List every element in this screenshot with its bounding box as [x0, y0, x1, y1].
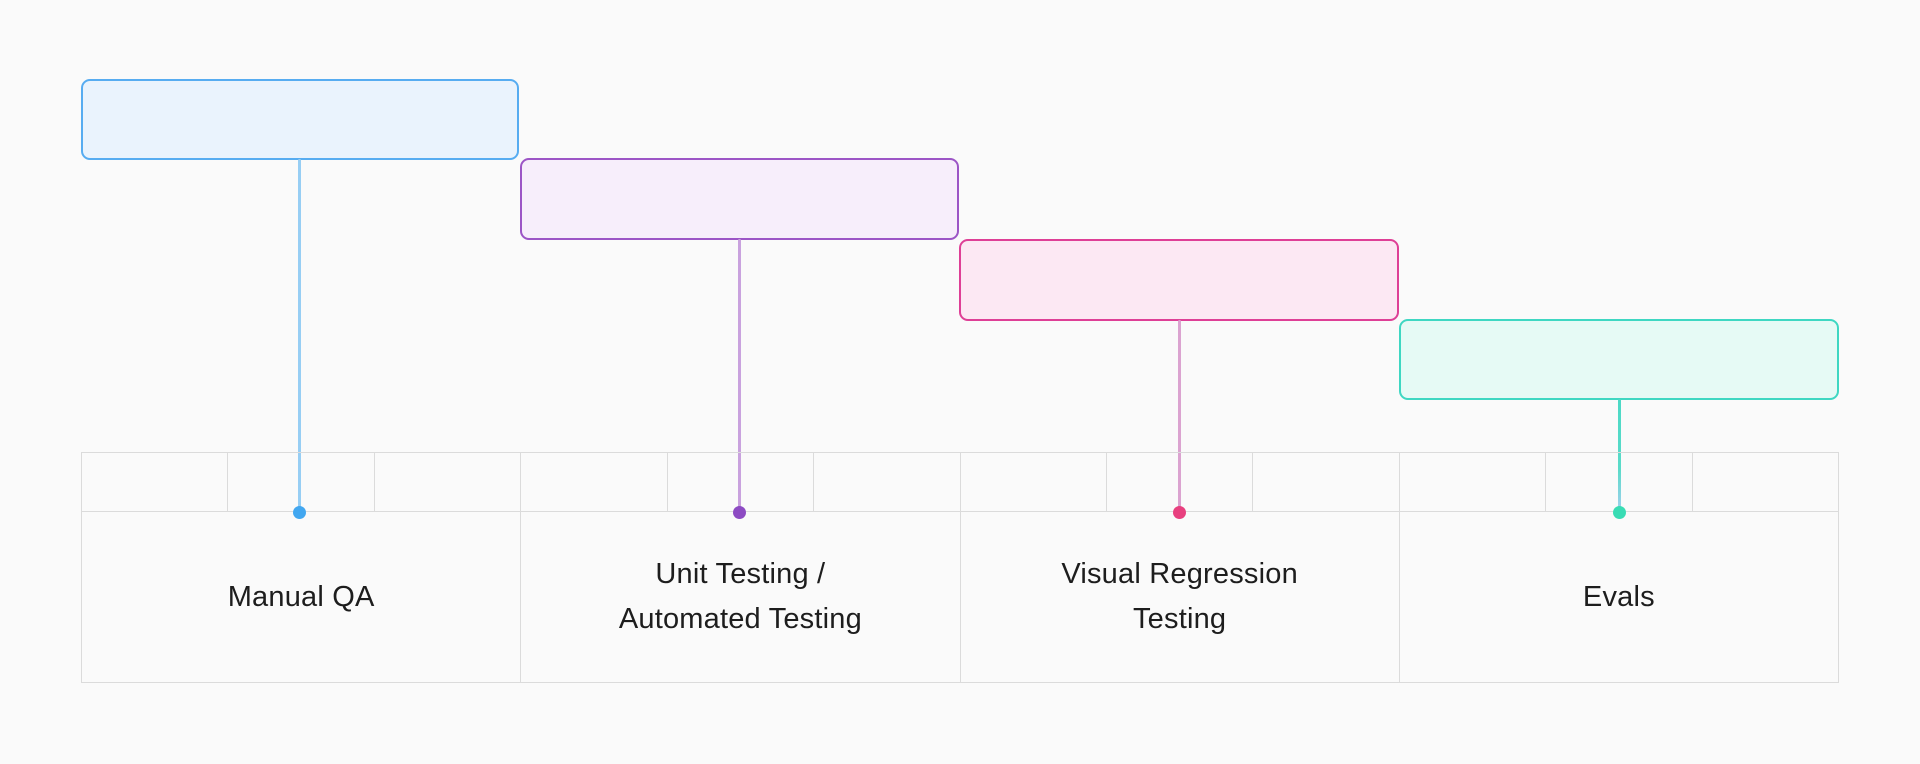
- tick-cell: [1693, 453, 1838, 511]
- tick-cell: [1546, 453, 1693, 511]
- connector-line-evals: [1618, 399, 1621, 512]
- stage-label: Visual Regression Testing: [1061, 558, 1298, 635]
- timeline-dot-evals: [1613, 506, 1626, 519]
- timeline-dot-visual-regression: [1173, 506, 1186, 519]
- timeline-dot-manual-qa: [293, 506, 306, 519]
- stage-card-visual-regression: [959, 239, 1399, 321]
- tick-row: [82, 453, 1838, 512]
- stage-card-manual-qa: [81, 79, 519, 160]
- tick-cell: [82, 453, 229, 511]
- connector-line-manual-qa: [298, 159, 301, 512]
- label-cell-visual-regression: Visual Regression Testing: [961, 512, 1400, 682]
- stage-label: Evals: [1582, 580, 1655, 613]
- tick-cell: [668, 453, 815, 511]
- stage-card-unit-testing: [520, 158, 959, 240]
- tick-cell: [375, 453, 522, 511]
- tick-cell: [228, 453, 375, 511]
- tick-cell: [521, 453, 668, 511]
- stage-card-evals: [1399, 319, 1839, 400]
- tick-cell: [814, 453, 961, 511]
- label-cell-unit-testing: Unit Testing / Automated Testing: [521, 512, 961, 682]
- tick-cell: [961, 453, 1107, 511]
- tick-cell: [1400, 453, 1547, 511]
- label-row: Manual QA Unit Testing / Automated Testi…: [82, 512, 1838, 682]
- timeline-table: Manual QA Unit Testing / Automated Testi…: [81, 452, 1839, 683]
- connector-line-visual-regression: [1178, 320, 1181, 512]
- tick-cell: [1253, 453, 1400, 511]
- label-cell-manual-qa: Manual QA: [82, 512, 522, 682]
- tick-cell: [1107, 453, 1254, 511]
- label-cell-evals: Evals: [1400, 512, 1838, 682]
- stage-label: Manual QA: [227, 580, 375, 613]
- connector-line-unit-testing: [738, 239, 741, 512]
- timeline-dot-unit-testing: [733, 506, 746, 519]
- stage-label: Unit Testing / Automated Testing: [618, 558, 862, 635]
